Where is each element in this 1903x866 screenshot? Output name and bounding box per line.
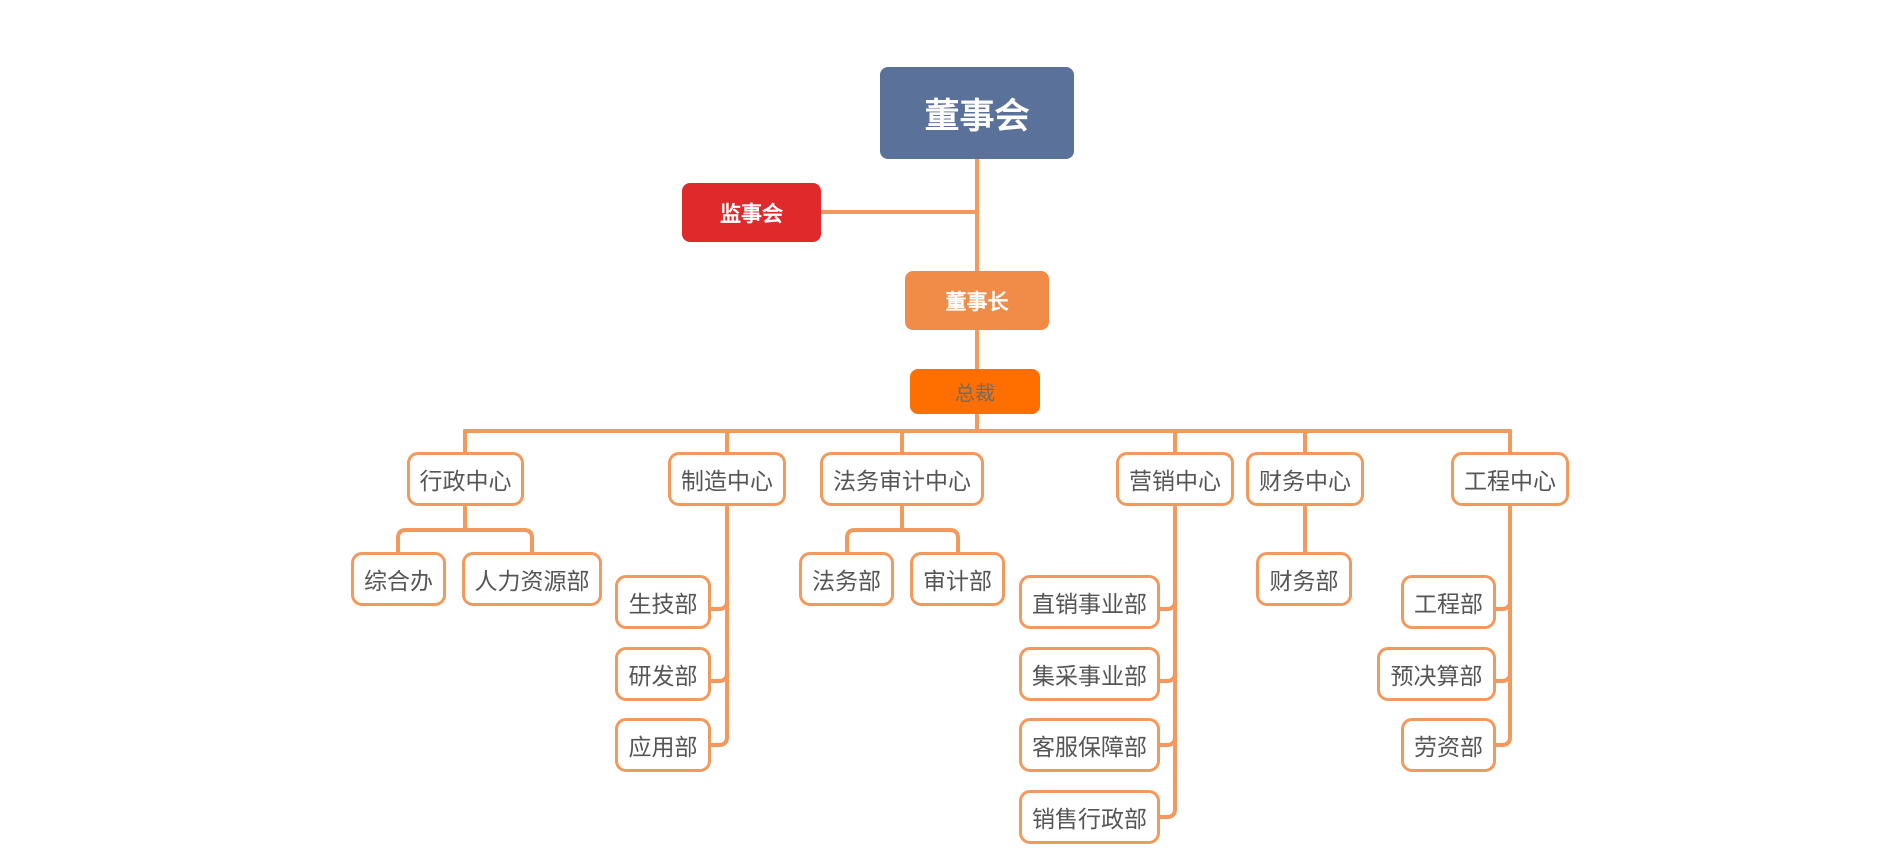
- dept-direct-sales: 直销事业部: [1019, 575, 1160, 629]
- center-engineering: 工程中心: [1451, 452, 1569, 506]
- dept-audit: 审计部: [910, 552, 1005, 606]
- dept-general-office: 综合办: [351, 552, 446, 606]
- center-legal-audit: 法务审计中心: [820, 452, 984, 506]
- dept-rnd: 研发部: [615, 647, 711, 701]
- board-node: 董事会: [880, 67, 1074, 159]
- dept-labor-wages: 劳资部: [1401, 718, 1496, 772]
- marketing-children: [1158, 504, 1177, 819]
- dept-group-purchase: 集采事业部: [1019, 647, 1160, 701]
- center-manufacturing: 制造中心: [668, 452, 786, 506]
- chairman-node: 董事长: [905, 271, 1049, 330]
- dept-finance: 财务部: [1256, 552, 1352, 606]
- dept-engineering: 工程部: [1401, 575, 1496, 629]
- engineering-children: [1494, 504, 1512, 747]
- admin-children: [396, 504, 534, 554]
- center-admin: 行政中心: [407, 452, 524, 506]
- center-marketing: 营销中心: [1116, 452, 1234, 506]
- manufacturing-children: [709, 504, 729, 747]
- dept-legal: 法务部: [799, 552, 894, 606]
- dept-customer-service: 客服保障部: [1019, 718, 1160, 772]
- legal-children: [845, 504, 960, 554]
- dept-sales-admin: 销售行政部: [1019, 790, 1160, 844]
- dept-human-resources: 人力资源部: [462, 552, 602, 606]
- dept-application: 应用部: [615, 718, 711, 772]
- center-finance: 财务中心: [1246, 452, 1364, 506]
- president-node: 总裁: [910, 369, 1040, 414]
- dept-production-tech: 生技部: [615, 575, 711, 629]
- supervisory-board-node: 监事会: [682, 183, 821, 242]
- dept-budget-settlement: 预决算部: [1377, 647, 1496, 701]
